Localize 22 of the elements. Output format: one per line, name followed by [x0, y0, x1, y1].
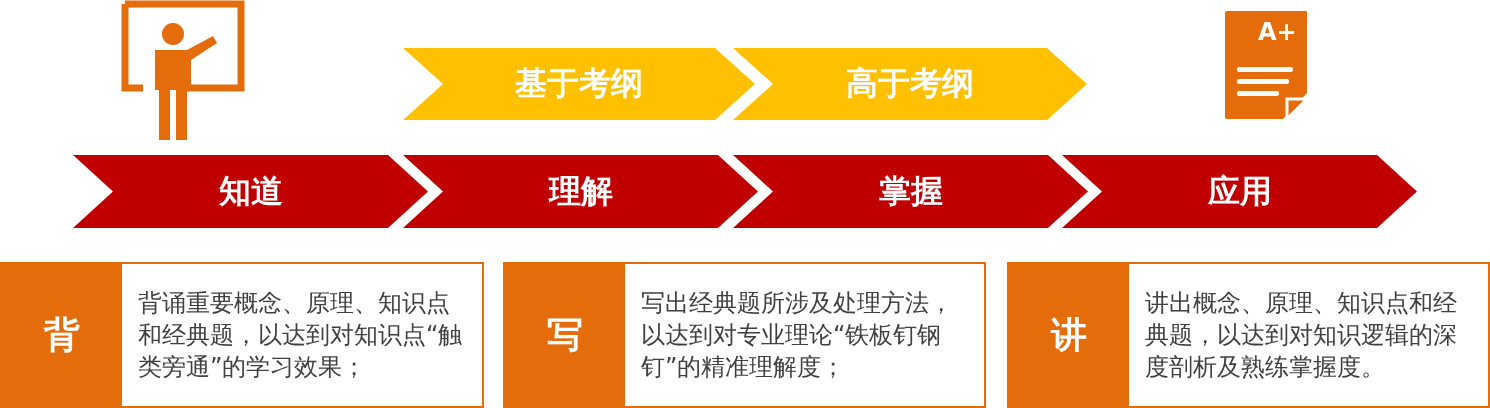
- heading-tab: 背: [2, 264, 122, 406]
- heading-tab: 写: [505, 264, 625, 406]
- info-card: [1007, 262, 1490, 408]
- info-card: [0, 262, 484, 408]
- info-card: [503, 262, 986, 408]
- step-banner: [73, 155, 428, 228]
- step-banner: [403, 155, 758, 228]
- step-label: 掌握: [878, 170, 943, 212]
- description-text: 写出经典题所涉及处理方法，以达到对专业理论“铁板钉钢钉”的精准理解度；: [641, 288, 954, 383]
- heading-tab: 讲: [1009, 264, 1129, 406]
- step-banner: [733, 155, 1088, 228]
- step-label: 应用: [1207, 170, 1272, 212]
- description-text: 讲出概念、原理、知识点和经典题，以达到对知识逻辑的深度剖析及熟练掌握度。: [1145, 288, 1458, 383]
- step-banner: [1062, 155, 1417, 228]
- step-label: 高于考纲: [846, 63, 974, 104]
- step-label: 基于考纲: [515, 63, 643, 104]
- step-banner: [733, 48, 1087, 120]
- step-label: 知道: [218, 170, 283, 212]
- step-banner: [403, 48, 755, 120]
- description-text: 背诵重要概念、原理、知识点和经典题，以达到对知识点“触类旁通”的学习效果；: [138, 288, 464, 383]
- grade-text: A+: [1258, 18, 1297, 46]
- step-label: 理解: [548, 170, 613, 212]
